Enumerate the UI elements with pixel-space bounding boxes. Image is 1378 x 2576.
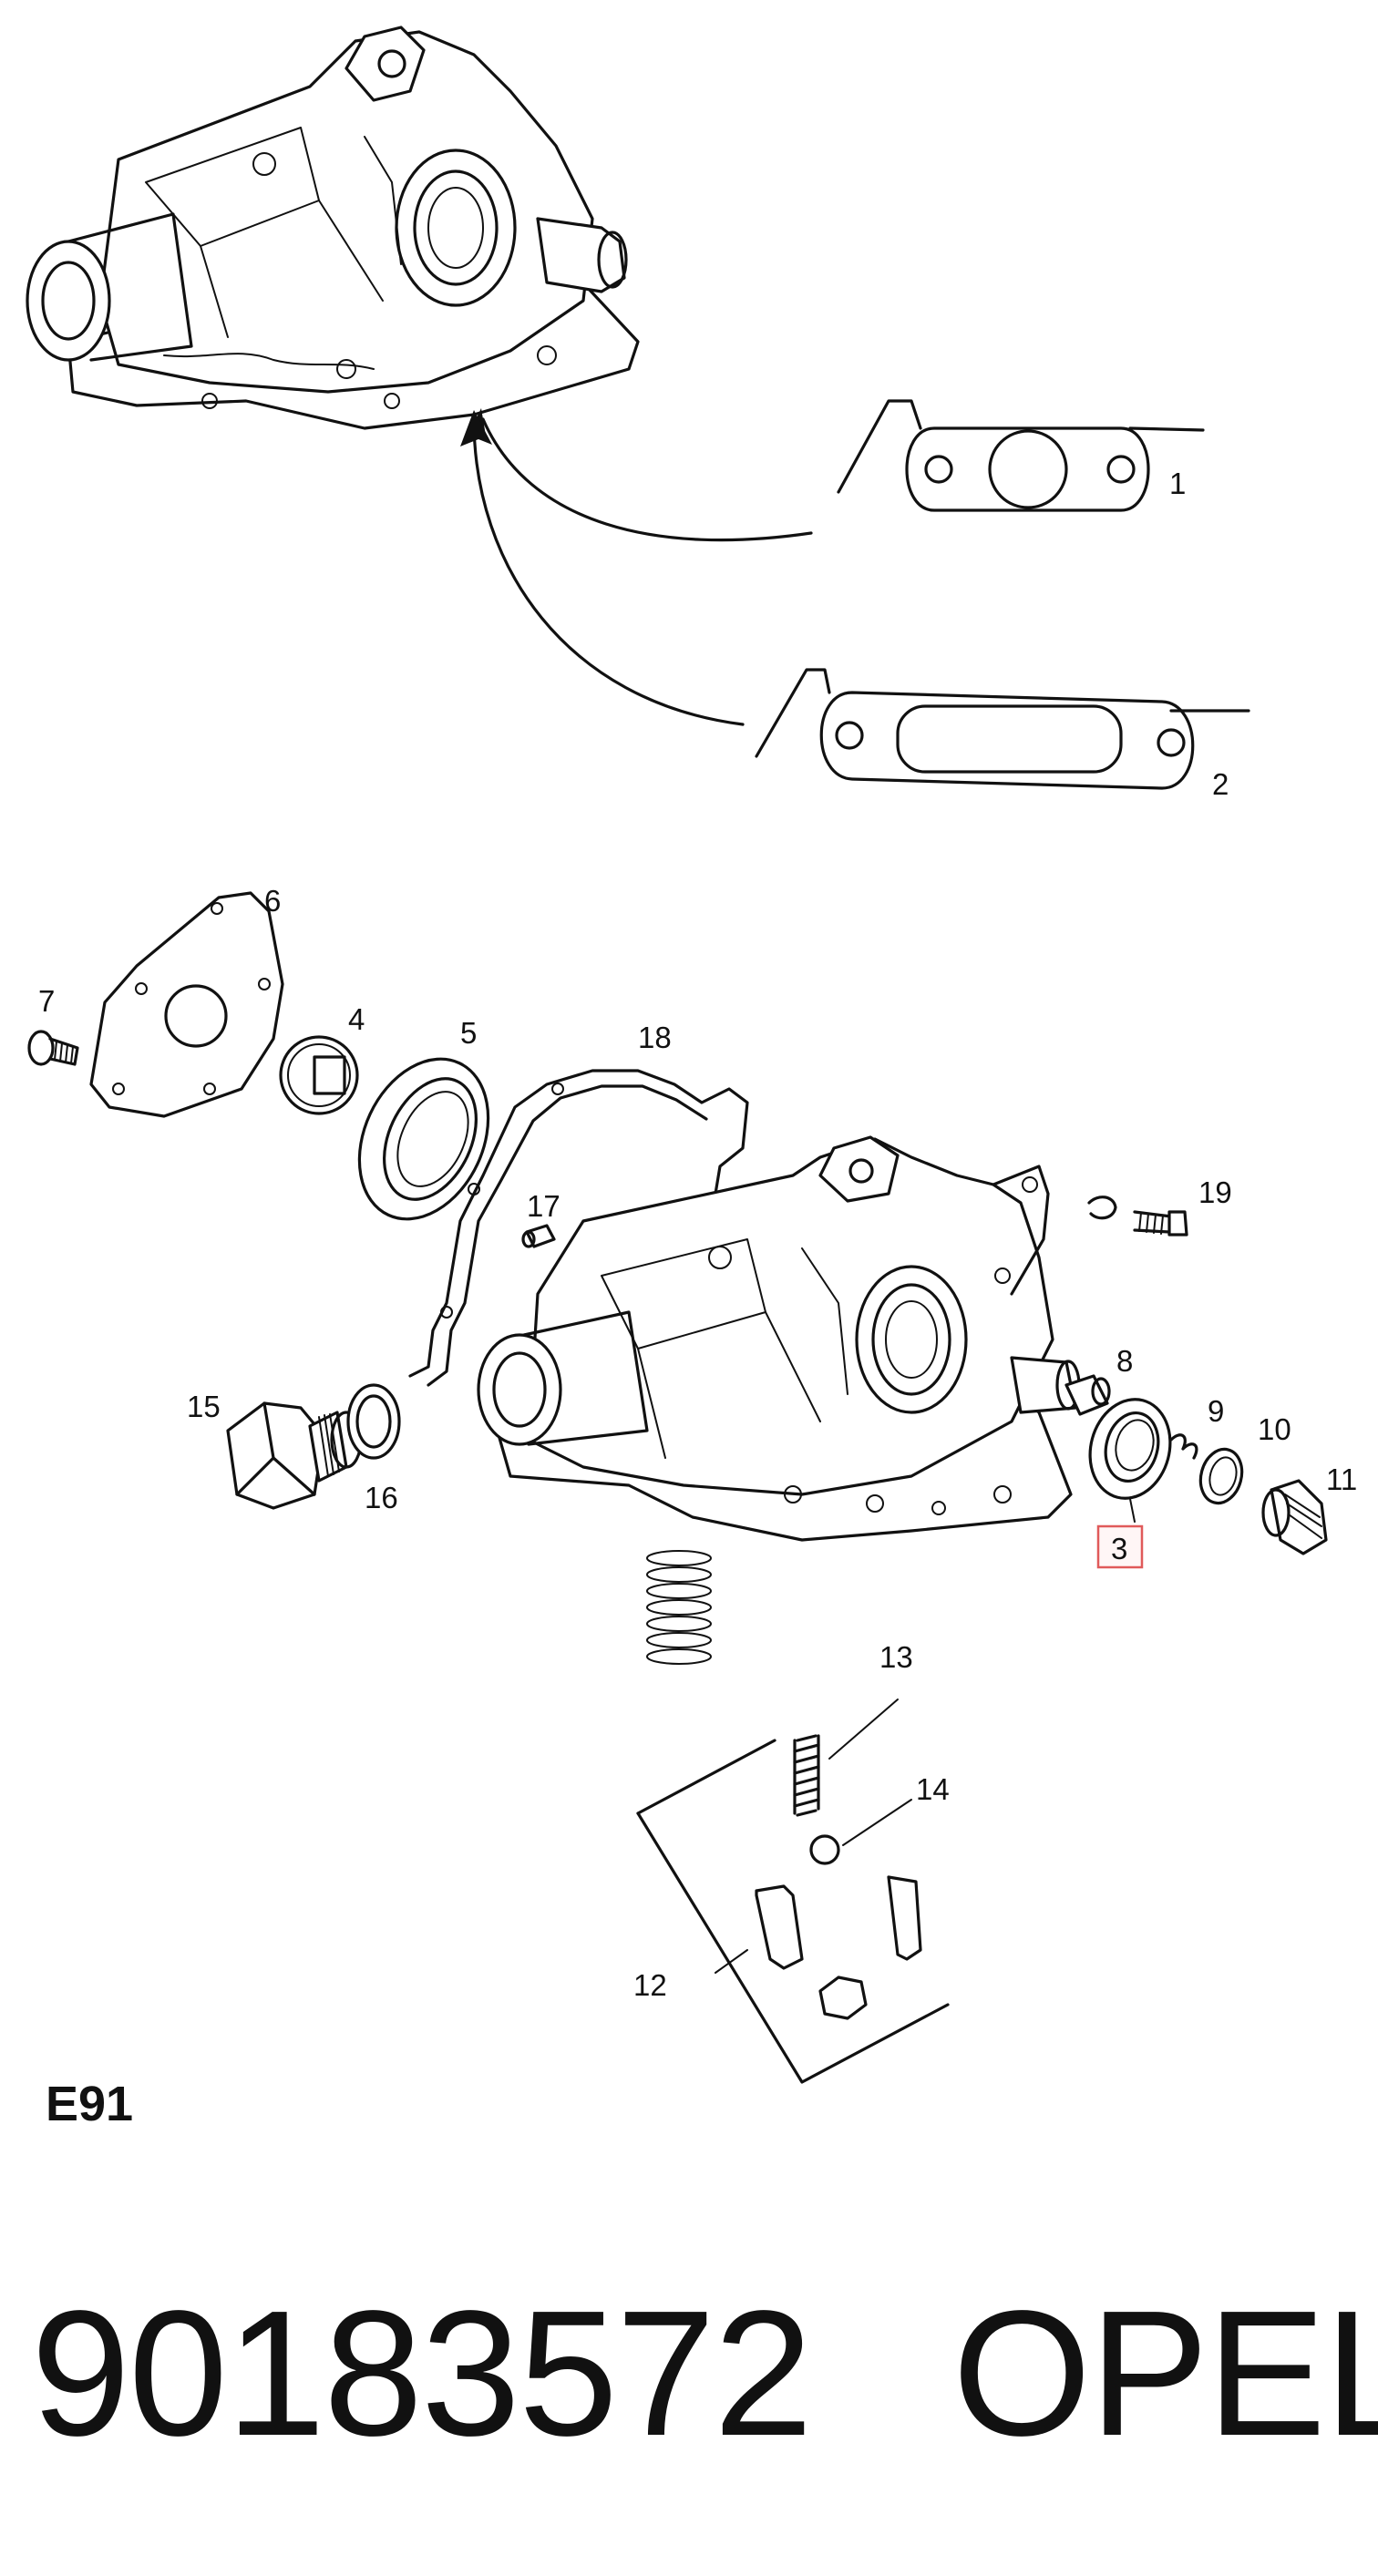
washer-16: [346, 1383, 401, 1460]
dowel-pin-17: [521, 1224, 556, 1248]
connector-arrows: [460, 408, 813, 726]
callout-3: 3: [1111, 1532, 1127, 1565]
callout-1: 1: [1169, 467, 1186, 500]
coil-spring: [646, 1550, 712, 1665]
callout-19: 19: [1198, 1175, 1232, 1209]
callout-10: 10: [1258, 1412, 1291, 1446]
cover-plate-6: [89, 891, 284, 1118]
callout-4: 4: [348, 1002, 365, 1036]
ring-10: [1198, 1447, 1244, 1505]
callout-5: 5: [460, 1016, 477, 1050]
callout-15: 15: [187, 1390, 221, 1423]
callout-11: 11: [1326, 1462, 1357, 1496]
callout-14: 14: [916, 1772, 950, 1806]
callout-6: 6: [264, 884, 281, 918]
shaft-seal-3: [1088, 1398, 1172, 1500]
part-number: 90183572: [31, 2273, 813, 2473]
plunger-8: [1064, 1374, 1111, 1416]
housing-gasket-18: [408, 1069, 749, 1387]
callout-9: 9: [1208, 1394, 1224, 1428]
brand-name: OPEL: [952, 2273, 1378, 2473]
plug-11: [1261, 1479, 1328, 1555]
screw-7: [27, 1030, 79, 1066]
callout-8: 8: [1116, 1344, 1133, 1378]
callout-18: 18: [638, 1021, 672, 1054]
outer-ring-5: [357, 1057, 490, 1221]
inner-gear-4: [279, 1035, 359, 1115]
callout-2: 2: [1212, 767, 1229, 801]
leader-lines: [715, 1498, 1136, 1974]
gasket-2: [755, 668, 1250, 790]
plug-screw-15: [226, 1401, 363, 1510]
spring-small: [1169, 1433, 1198, 1460]
callout-12: 12: [633, 1968, 667, 2002]
callout-13: 13: [879, 1640, 913, 1674]
callout-7: 7: [38, 984, 55, 1018]
gasket-1: [837, 399, 1205, 512]
callout-labels: 1 2 4 5 6 7 8 9 10 11 12 13 14 15 16 17 …: [38, 467, 1357, 2002]
bolt-19: [1087, 1196, 1188, 1237]
footer: 90183572 OPEL: [0, 2283, 1378, 2465]
section-code: E91: [46, 2077, 134, 2131]
callout-17: 17: [527, 1189, 560, 1223]
oil-pump-housing-top: [26, 26, 640, 430]
callout-16: 16: [365, 1481, 398, 1514]
oil-pump-housing-main: [477, 1135, 1081, 1542]
callout-3-highlight[interactable]: 3: [1096, 1524, 1144, 1569]
kit-12: [636, 1734, 950, 2084]
